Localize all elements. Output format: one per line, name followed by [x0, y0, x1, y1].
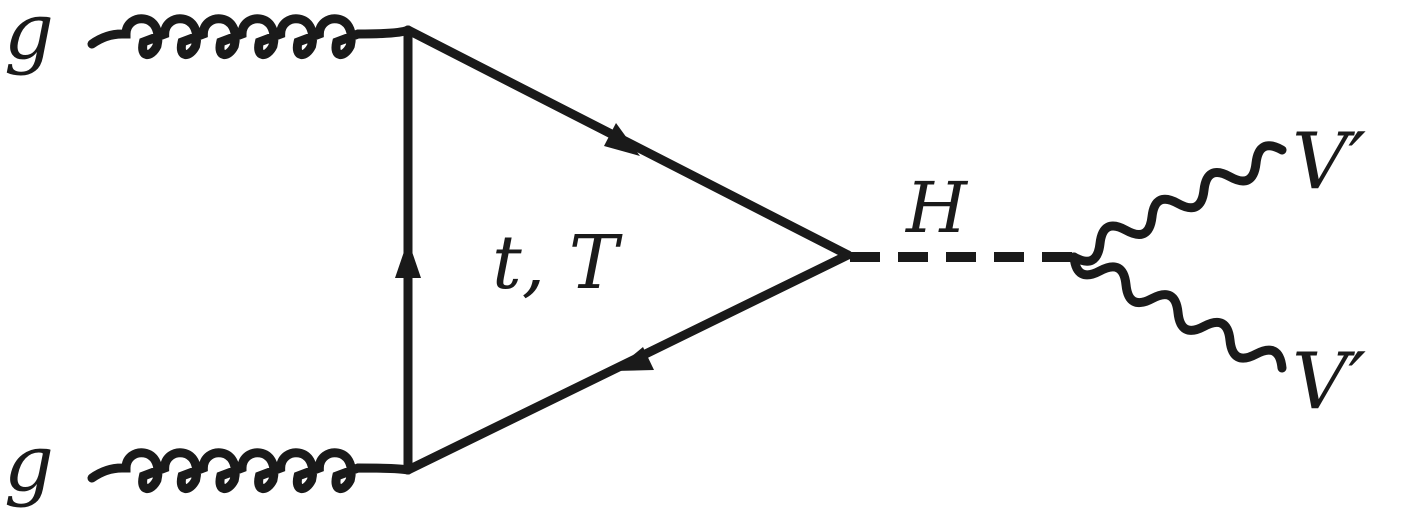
- loop-label: t, T: [492, 220, 623, 306]
- arrow-left-up: [395, 240, 421, 278]
- arrow-lower-left: [614, 347, 654, 371]
- gluon-line-bottom: [87, 448, 413, 493]
- higgs-label: H: [904, 167, 969, 249]
- boson-label-bottom: V′: [1292, 337, 1366, 427]
- boson-line-top: [1069, 141, 1287, 266]
- gluon-label-top: g: [4, 0, 54, 77]
- arrow-upper-right: [604, 123, 640, 156]
- boson-label-top: V′: [1292, 117, 1366, 207]
- boson-line-bottom: [1069, 252, 1287, 373]
- gluon-line-top: [87, 14, 413, 59]
- gluon-label-bottom: g: [4, 419, 54, 509]
